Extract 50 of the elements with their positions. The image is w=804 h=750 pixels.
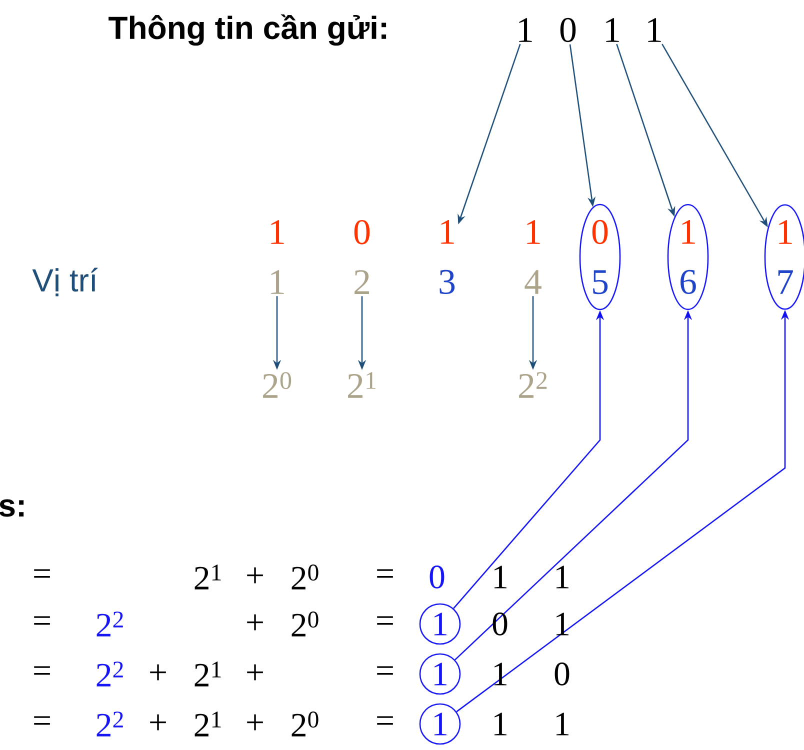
equation-term: 1 <box>556 712 568 736</box>
circled-digit: 1 <box>419 653 461 695</box>
message-digit: 0 <box>560 18 576 42</box>
title: Thông tin cần gửi: <box>108 14 386 46</box>
row-label: Vị trí <box>32 268 98 296</box>
equation-term: + <box>247 614 263 630</box>
equation-term: 0 <box>554 662 570 686</box>
circled-bit: 1 7 <box>764 204 804 310</box>
bit-column: 0 2 <box>354 220 370 294</box>
circled-digit: 1 <box>419 703 461 745</box>
message-digit: 1 <box>606 18 619 42</box>
equation-term: = <box>34 569 50 578</box>
equation-term: = <box>377 569 393 578</box>
equation-term: 1 <box>556 566 568 588</box>
equation-term: 2$^{1}$ <box>194 662 221 686</box>
bit-column: 1 1 <box>271 220 284 294</box>
equation-term: 0 <box>430 566 444 588</box>
circled-digit: 1 <box>419 603 461 645</box>
power-label: 2$^{2}$ <box>519 372 547 398</box>
bit-column: 1 4 <box>524 220 542 294</box>
circled-bit: 0 5 <box>579 204 621 310</box>
equation-term: = <box>34 616 50 625</box>
equation-term: 2$^{2}$ <box>96 612 123 636</box>
circled-bit: 1 6 <box>667 204 709 310</box>
equation-term: = <box>377 716 393 725</box>
equation-term: = <box>377 616 393 625</box>
power-label: 2$^{0}$ <box>263 372 292 398</box>
equation-term: 2$^{0}$ <box>292 712 318 736</box>
equation-term: 2$^{2}$ <box>96 712 123 736</box>
equation-term: 1 <box>556 612 568 636</box>
equation-term: 2$^{0}$ <box>292 612 318 636</box>
equation-term: 2$^{2}$ <box>96 662 123 686</box>
equation-term: + <box>150 664 166 680</box>
equation-term: = <box>377 666 393 675</box>
equation-term: = <box>34 716 50 725</box>
power-label: 2$^{1}$ <box>348 372 376 398</box>
bit-column: 1 3 <box>440 220 455 294</box>
message-digit: 1 <box>519 18 532 42</box>
equation-term: 2$^{1}$ <box>194 712 221 736</box>
message-digit: 1 <box>648 18 661 42</box>
equation-term: + <box>247 714 263 730</box>
equation-term: 0 <box>492 612 508 636</box>
equation-term: + <box>247 567 263 584</box>
equation-term: 1 <box>494 566 506 588</box>
equation-term: 2$^{1}$ <box>194 564 221 590</box>
equation-term: 1 <box>494 712 506 736</box>
equation-term: + <box>150 714 166 730</box>
equation-term: = <box>34 666 50 675</box>
equation-term: + <box>247 664 263 680</box>
equation-term: 2$^{0}$ <box>292 564 318 590</box>
